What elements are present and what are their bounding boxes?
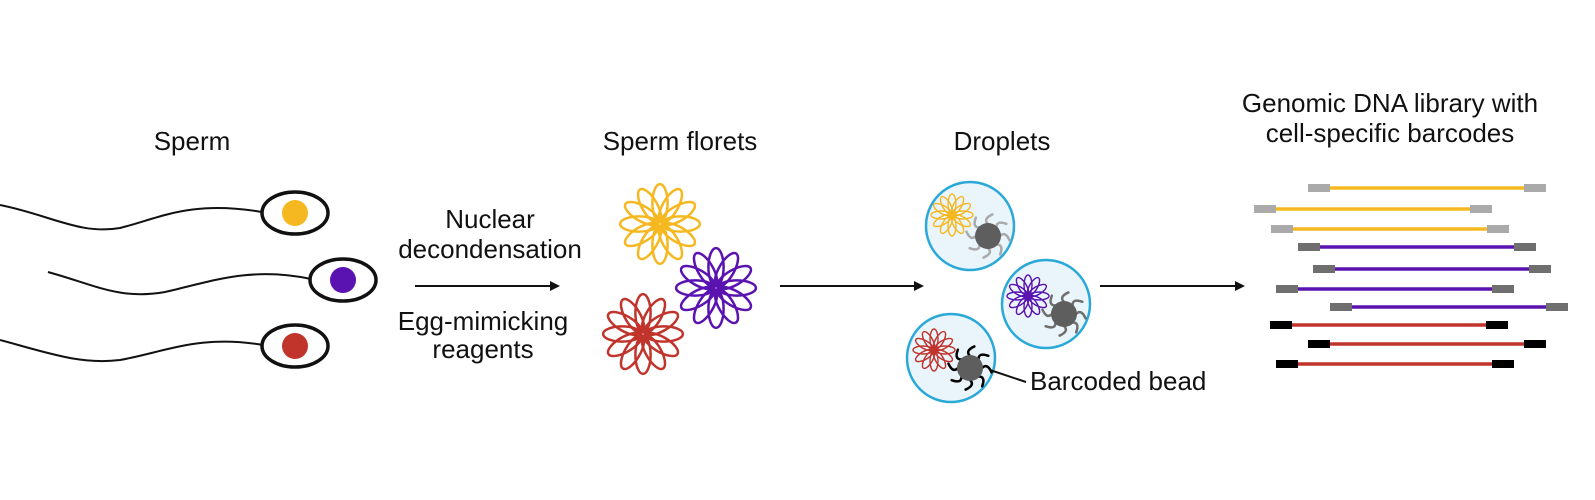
barcode-right	[1492, 360, 1514, 368]
bead-mid	[1041, 291, 1087, 337]
library-strand-purple	[1313, 265, 1551, 273]
library-strand-red	[1308, 340, 1546, 348]
droplet-floret-purple	[1006, 274, 1050, 318]
reagents-label: reagents	[432, 334, 533, 364]
sperm-cell-red	[0, 323, 330, 369]
bead-core	[1051, 301, 1077, 327]
barcode-left	[1254, 205, 1276, 213]
sperm-tail	[0, 339, 264, 363]
droplet-floret-yellow	[930, 193, 974, 237]
sperm-tail	[0, 204, 263, 231]
sperm-cell-purple	[47, 257, 378, 303]
bead-dark	[947, 345, 993, 391]
library-strand-yellow	[1271, 225, 1509, 233]
nuclear-label: Nuclear	[445, 204, 535, 234]
egg-mimicking-label: Egg-mimicking	[398, 306, 569, 336]
library-label-line2: cell-specific barcodes	[1266, 118, 1515, 148]
library-label-line1: Genomic DNA library with	[1242, 88, 1538, 118]
floret-petal	[715, 264, 753, 291]
barcode-right	[1486, 321, 1508, 329]
bead-light	[965, 213, 1011, 259]
library-strand-purple	[1330, 303, 1568, 311]
droplet-red	[905, 312, 997, 404]
sperm-cell-yellow	[0, 190, 330, 236]
barcode-right	[1529, 265, 1551, 273]
barcode-right	[1524, 184, 1546, 192]
floret-petal	[951, 202, 972, 217]
sperm-nucleus-red	[282, 333, 308, 359]
floret-yellow	[618, 182, 702, 266]
barcode-right	[1546, 303, 1568, 311]
floret-purple	[674, 246, 758, 330]
barcode-left	[1276, 285, 1298, 293]
library-strand-red	[1276, 360, 1514, 368]
barcode-right	[1524, 340, 1546, 348]
library-strand-purple	[1276, 285, 1514, 293]
floret-red	[601, 292, 685, 376]
barcode-left	[1276, 360, 1298, 368]
barcode-left	[1330, 303, 1352, 311]
floret-petal	[1027, 283, 1048, 298]
sperm-florets-group	[601, 182, 758, 376]
droplet-shell	[905, 312, 997, 404]
library-strand-yellow	[1254, 205, 1492, 213]
barcode-right	[1470, 205, 1492, 213]
decondensation-label: decondensation	[398, 234, 582, 264]
barcode-left	[1313, 265, 1335, 273]
barcode-left	[1270, 321, 1292, 329]
library-strand-red	[1270, 321, 1508, 329]
barcoded-bead-label: Barcoded bead	[1030, 366, 1206, 396]
barcode-left	[1298, 243, 1320, 251]
floret-petal	[642, 310, 680, 337]
droplet-contents	[912, 193, 1087, 391]
sperm-nucleus-purple	[330, 267, 356, 293]
sperm-label: Sperm	[154, 126, 231, 156]
bead-core	[975, 223, 1001, 249]
floret-petal	[933, 337, 954, 352]
barcode-right	[1487, 225, 1509, 233]
dna-library	[1254, 184, 1568, 368]
barcode-right	[1492, 285, 1514, 293]
library-strand-yellow	[1308, 184, 1546, 192]
sperm-florets-label: Sperm florets	[603, 126, 758, 156]
bead-core	[957, 355, 983, 381]
barcode-left	[1308, 340, 1330, 348]
library-strand-purple	[1298, 243, 1536, 251]
floret-petal	[659, 200, 697, 227]
sperm-tail	[47, 271, 312, 296]
bead-callout-line	[989, 369, 1027, 383]
barcode-left	[1308, 184, 1330, 192]
sperm-nucleus-yellow	[282, 200, 308, 226]
droplet-floret-red	[912, 328, 956, 372]
barcode-right	[1514, 243, 1536, 251]
droplets-label: Droplets	[954, 126, 1051, 156]
barcode-left	[1271, 225, 1293, 233]
